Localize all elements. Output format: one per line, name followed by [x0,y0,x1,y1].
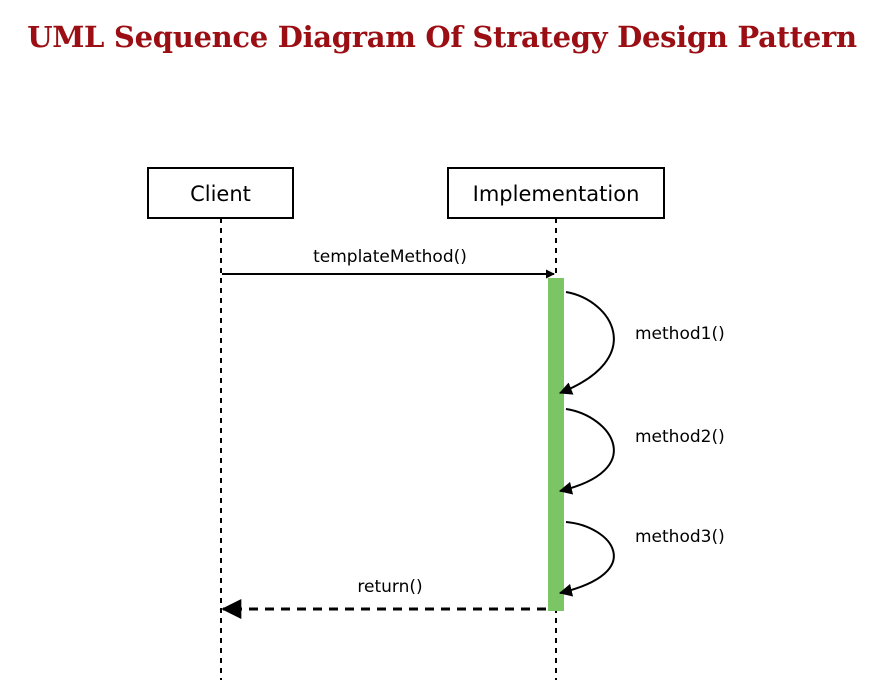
participant-client-label: Client [190,182,251,206]
message-method1: method1() [558,291,725,395]
message-method3: method3() [558,521,725,597]
message-method1-arrow [558,291,615,395]
diagram-title: UML Sequence Diagram Of Strategy Design … [27,20,857,54]
participant-implementation-box [447,167,665,219]
message-method2-label: method2() [635,427,725,447]
message-method2: method2() [558,408,725,495]
message-method3-label: method3() [635,527,725,547]
participant-implementation: Implementation [447,167,665,219]
message-method2-arrow [558,408,615,495]
message-return: return() [221,577,546,619]
message-template-method: templateMethod() [222,247,555,279]
implementation-activation-bar [548,278,564,611]
message-template-method-label: templateMethod() [313,247,467,267]
message-method3-arrow [558,521,615,597]
message-method1-label: method1() [635,324,725,344]
participant-implementation-label: Implementation [473,182,640,206]
participant-client: Client [147,167,294,219]
message-return-label: return() [357,577,422,597]
participant-client-box [147,167,294,219]
